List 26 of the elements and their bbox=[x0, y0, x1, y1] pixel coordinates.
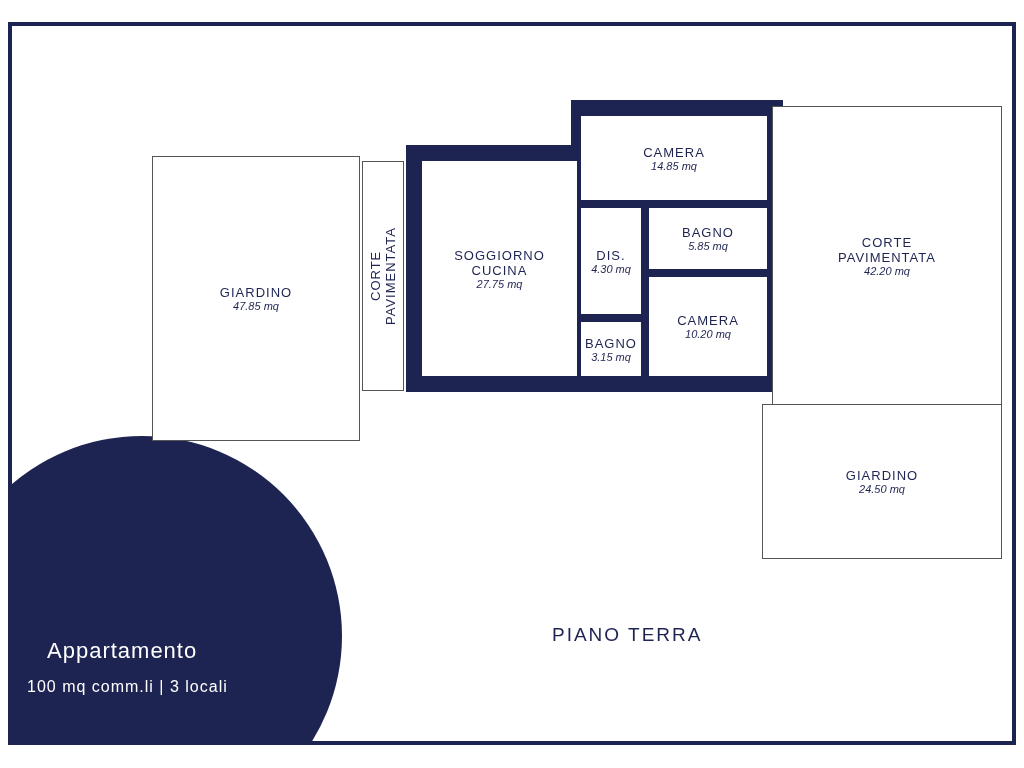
room-name: SOGGIORNO CUCINA bbox=[453, 247, 546, 278]
room-size: 24.50 mq bbox=[859, 483, 905, 495]
room-size: 14.85 mq bbox=[651, 159, 697, 172]
room-name: GIARDINO bbox=[219, 285, 293, 300]
garden-area bbox=[152, 156, 360, 441]
room-size: 5.85 mq bbox=[688, 240, 728, 252]
courtyard-area bbox=[772, 106, 1002, 406]
room-size: 10.20 mq bbox=[685, 328, 731, 340]
garden-area bbox=[762, 404, 1002, 559]
room-name: CORTE PAVIMENTATA bbox=[368, 226, 398, 327]
room-size: 4.30 mq bbox=[591, 262, 631, 275]
summary-text: 100 mq comm.li | 3 locali bbox=[27, 678, 228, 696]
heading: Appartamento bbox=[47, 638, 198, 664]
room-size: 3.15 mq bbox=[591, 350, 631, 363]
floor-title: PIANO TERRA bbox=[552, 624, 703, 646]
room-name: CAMERA bbox=[643, 144, 705, 160]
room-size: 47.85 mq bbox=[233, 300, 279, 312]
room-name: GIARDINO bbox=[845, 468, 919, 483]
room-size: 27.75 mq bbox=[476, 277, 523, 290]
courtyard-area bbox=[362, 161, 404, 391]
room-name: BAGNO bbox=[682, 225, 734, 240]
room-name: BAGNO bbox=[585, 335, 637, 351]
room-size: 42.20 mq bbox=[864, 265, 910, 277]
room-name: DIS. bbox=[596, 247, 626, 263]
room-name: CAMERA bbox=[677, 313, 739, 328]
room-name: CORTE PAVIMENTATA bbox=[837, 235, 937, 265]
